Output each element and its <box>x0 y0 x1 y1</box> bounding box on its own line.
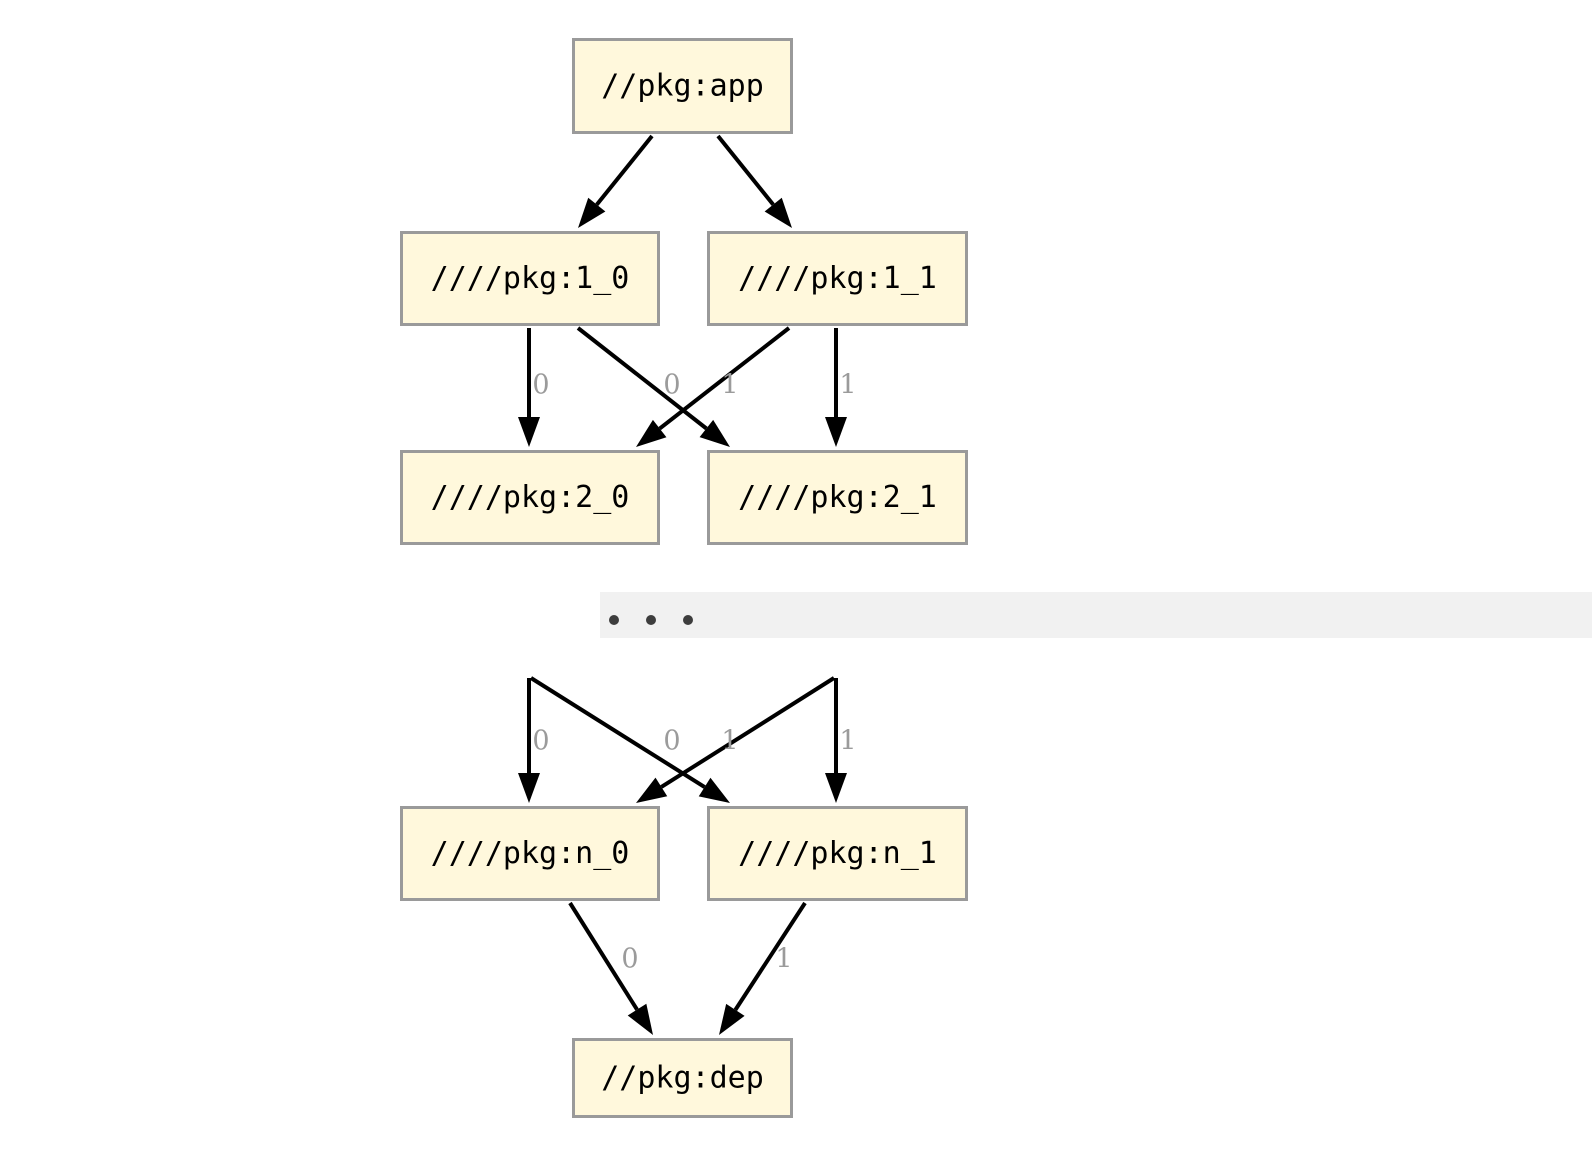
edge-label: 1 <box>721 726 738 757</box>
edge: 1 <box>719 901 807 1035</box>
edge: 0 <box>529 676 730 803</box>
edge: 1 <box>825 328 857 447</box>
edge: 0 <box>576 326 730 447</box>
node-label: //pkg:dep <box>601 1061 764 1096</box>
edge: 1 <box>636 676 836 803</box>
node-n1_0[interactable]: ////pkg:1_0 <box>400 231 660 326</box>
node-box[interactable] <box>707 450 968 545</box>
edge-label: 1 <box>839 726 856 757</box>
edge: 0 <box>568 901 653 1035</box>
arrowhead-icon <box>518 773 540 803</box>
edge: 1 <box>636 326 791 447</box>
arrowhead-icon <box>636 777 668 803</box>
edge: 1 <box>825 678 857 803</box>
node-box[interactable] <box>707 231 968 326</box>
separator-dot <box>646 615 656 625</box>
node-box[interactable] <box>707 806 968 901</box>
node-label: ////pkg:1_1 <box>738 261 937 296</box>
node-box[interactable] <box>572 38 793 134</box>
edge <box>578 134 654 228</box>
edge-label: 0 <box>532 370 549 401</box>
separator-band <box>600 592 1592 638</box>
node-label: ////pkg:1_0 <box>431 261 630 296</box>
arrowhead-icon <box>698 777 730 803</box>
node-box[interactable] <box>400 231 660 326</box>
nodes-group: //pkg:app ////pkg:1_0 ////pkg:1_1 ////pkg:2… <box>400 38 968 1118</box>
arrowhead-icon <box>578 197 606 228</box>
edge-label: 0 <box>532 726 549 757</box>
node-label: ////pkg:2_0 <box>431 480 630 515</box>
node-nn_1[interactable]: ////pkg:n_1 <box>707 806 968 901</box>
node-label: ////pkg:n_1 <box>738 836 937 871</box>
node-n1_1[interactable]: ////pkg:1_1 <box>707 231 968 326</box>
node-dep[interactable]: //pkg:dep <box>572 1038 793 1118</box>
ellipsis-separator <box>600 592 1592 638</box>
edge: 0 <box>518 678 550 803</box>
edge-label: 1 <box>775 944 792 975</box>
arrowhead-icon <box>719 1003 745 1035</box>
arrowhead-icon <box>825 773 847 803</box>
node-box[interactable] <box>572 1038 793 1118</box>
edge: 0 <box>518 328 550 447</box>
node-box[interactable] <box>400 450 660 545</box>
node-nn_0[interactable]: ////pkg:n_0 <box>400 806 660 901</box>
edge-label: 1 <box>721 370 738 401</box>
edge-label: 0 <box>621 944 638 975</box>
node-n2_0[interactable]: ////pkg:2_0 <box>400 450 660 545</box>
node-box[interactable] <box>400 806 660 901</box>
edges-group: 0 0 1 1 0 0 1 1 0 1 <box>518 134 857 1035</box>
edge <box>716 134 792 228</box>
node-label: ////pkg:n_0 <box>431 836 630 871</box>
edge-label: 0 <box>663 726 680 757</box>
node-n2_1[interactable]: ////pkg:2_1 <box>707 450 968 545</box>
node-label: ////pkg:2_1 <box>738 480 937 515</box>
arrowhead-icon <box>825 417 847 447</box>
edge-label: 1 <box>839 370 856 401</box>
arrowhead-icon <box>627 1003 653 1035</box>
node-label: //pkg:app <box>601 69 764 104</box>
separator-dot <box>609 615 619 625</box>
node-app[interactable]: //pkg:app <box>572 38 793 134</box>
arrowhead-icon <box>518 417 540 447</box>
edge-label: 0 <box>663 370 680 401</box>
arrowhead-icon <box>699 419 730 447</box>
arrowhead-icon <box>636 419 667 447</box>
separator-dot <box>683 615 693 625</box>
arrowhead-icon <box>764 197 792 228</box>
